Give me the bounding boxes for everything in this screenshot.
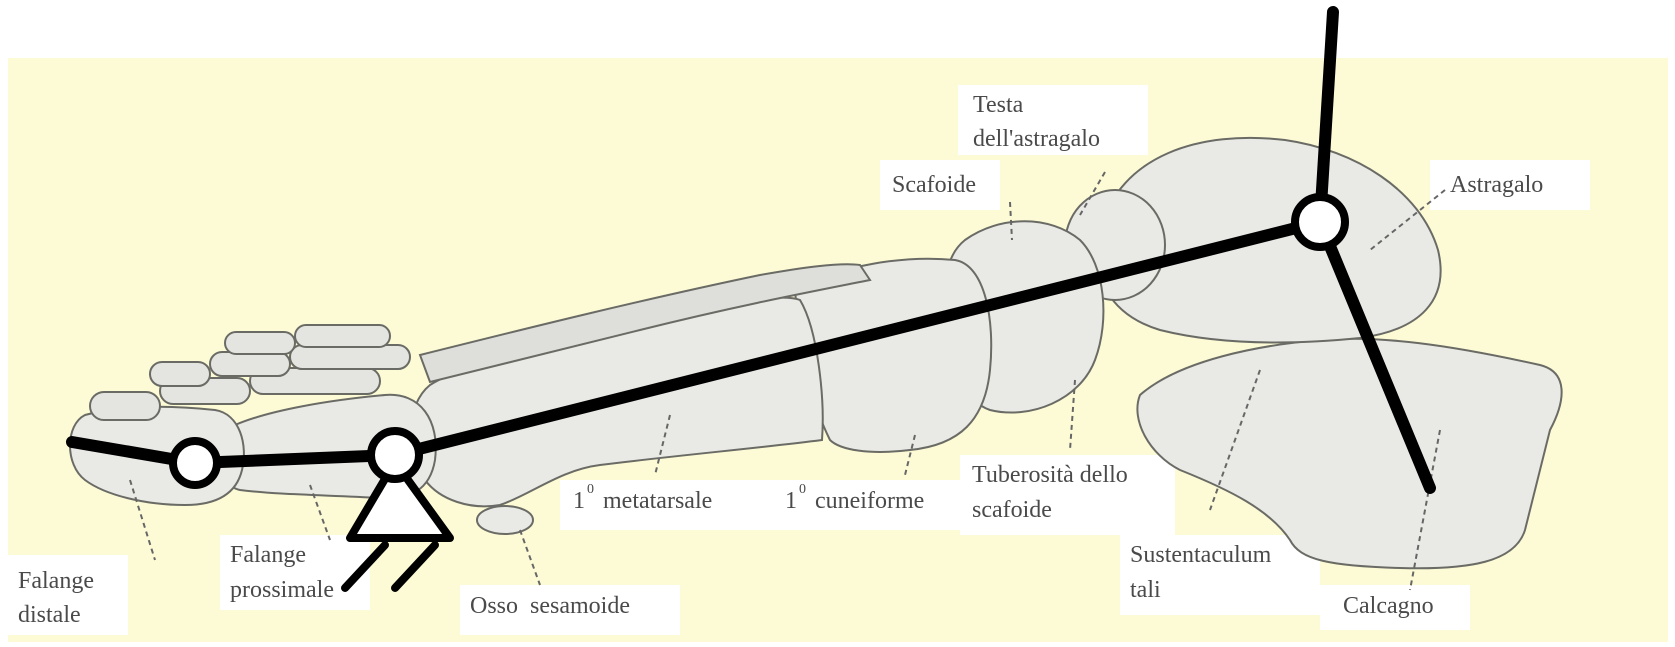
label-falange-prossimale-line1: Falange bbox=[230, 542, 306, 568]
label-testa-line2: dell'astragalo bbox=[973, 126, 1100, 152]
svg-text:cuneiforme: cuneiforme bbox=[809, 488, 924, 514]
label-sustentaculum-line2: tali bbox=[1130, 577, 1161, 603]
label-tuberosita-line1: Tuberosità dello bbox=[972, 462, 1128, 488]
joint-ankle-icon bbox=[1295, 197, 1345, 247]
link-proximal-phalanx bbox=[195, 455, 395, 463]
label-testa-line1: Testa bbox=[973, 92, 1024, 118]
label-falange-distale-line2: distale bbox=[18, 602, 81, 628]
label-falange-prossimale-line2: prossimale bbox=[230, 577, 334, 603]
svg-text:1: 1 bbox=[785, 488, 797, 514]
svg-text:1: 1 bbox=[573, 488, 585, 514]
label-tuberosita-line2: scafoide bbox=[972, 497, 1052, 523]
joint-ip-icon bbox=[173, 441, 217, 485]
label-astragalo: Astragalo bbox=[1450, 172, 1543, 198]
svg-text:metatarsale: metatarsale bbox=[597, 488, 712, 514]
label-osso-sesamoide: Osso sesamoide bbox=[470, 593, 630, 619]
sesamoid-bone bbox=[477, 506, 533, 534]
label-sustentaculum-line1: Sustentaculum bbox=[1130, 542, 1272, 568]
label-falange-distale-line1: Falange bbox=[18, 568, 94, 594]
label-scafoide: Scafoide bbox=[892, 172, 976, 198]
svg-text:0: 0 bbox=[587, 482, 594, 497]
label-calcagno: Calcagno bbox=[1343, 593, 1434, 619]
svg-text:0: 0 bbox=[799, 482, 806, 497]
joint-mtp-icon bbox=[371, 431, 419, 479]
